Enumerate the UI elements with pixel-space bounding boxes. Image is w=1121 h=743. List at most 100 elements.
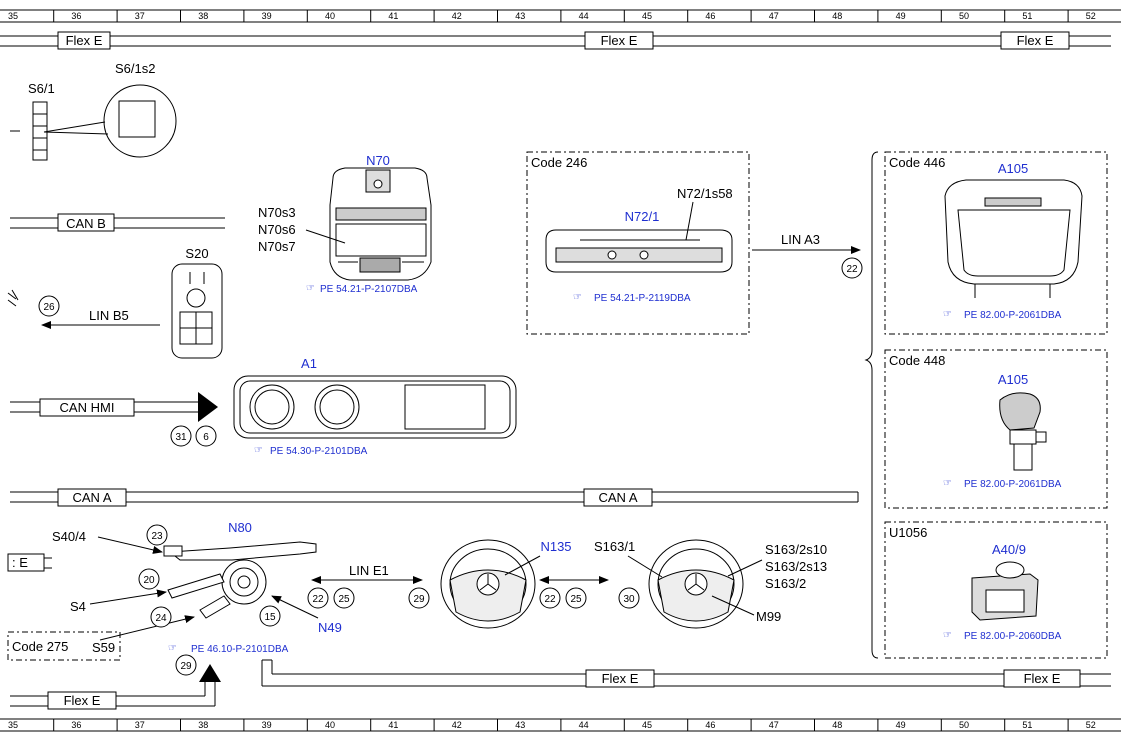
a40-9-label: A40/9 <box>992 542 1026 557</box>
s163-1-leader-line <box>627 555 663 578</box>
n70s3-label: N70s3 <box>258 205 296 220</box>
code-246-frame <box>526 151 750 335</box>
bottom-grid-label-45: 45 <box>642 720 652 730</box>
bottom-grid-label-36: 36 <box>71 720 81 730</box>
n70s7-label: N70s7 <box>258 239 296 254</box>
top-grid-label-47: 47 <box>769 11 779 21</box>
svg-text:22: 22 <box>846 264 858 275</box>
s59-label: S59 <box>92 640 115 655</box>
s4-label: S4 <box>70 599 86 614</box>
svg-text:26: 26 <box>43 302 55 313</box>
n80-ref-icon: ☞ <box>168 643 177 654</box>
flex-e-bottom-right-box <box>1003 669 1081 688</box>
circle-25-mid: 25 <box>565 587 587 609</box>
flex-e-bottom-left-box <box>47 691 117 710</box>
top-grid-label-39: 39 <box>262 11 272 21</box>
circle-29-mid: 29 <box>408 587 430 609</box>
svg-text:15: 15 <box>264 612 276 623</box>
svg-text:30: 30 <box>623 594 635 605</box>
lin-e1-label: LIN E1 <box>349 563 389 578</box>
a40-9-ref-link[interactable]: PE 82.00-P-2060DBA <box>964 631 1062 642</box>
n70-leader-line <box>305 229 346 244</box>
bottom-grid-label-43: 43 <box>515 720 525 730</box>
bottom-grid-label-50: 50 <box>959 720 969 730</box>
can-a-left-box <box>57 488 127 507</box>
bottom-grid-label-39: 39 <box>262 720 272 730</box>
s163-2-leader-line <box>727 559 763 577</box>
a40-9-camera-module <box>971 561 1039 621</box>
lin-b5-label: LIN B5 <box>89 308 129 323</box>
code-275-frame <box>7 631 121 661</box>
bottom-grid-label-35: 35 <box>8 720 18 730</box>
lin-a3-label: LIN A3 <box>781 232 820 247</box>
n72-1s58-label: N72/1s58 <box>677 186 733 201</box>
top-grid-label-46: 46 <box>705 11 715 21</box>
m99-label: M99 <box>756 609 781 624</box>
bottom-grid-label-51: 51 <box>1022 720 1032 730</box>
s4-arrow <box>89 589 167 605</box>
a105-448-ref-link[interactable]: PE 82.00-P-2061DBA <box>964 479 1062 490</box>
flex-e-top-mid-box <box>584 31 654 50</box>
can-b-bus <box>10 217 225 229</box>
s6-1s2-detail-magnifier <box>43 84 177 158</box>
n72-1s58-leader-line <box>685 201 694 241</box>
flex-e-bottom-bus <box>261 659 1111 687</box>
flex-e-top-left-label: Flex E <box>66 33 103 48</box>
flex-e-bottom-mid-label: Flex E <box>602 671 639 686</box>
svg-text:31: 31 <box>175 432 187 443</box>
circle-22-e1: 22 <box>307 587 329 609</box>
a1-ref-link[interactable]: PE 54.30-P-2101DBA <box>270 446 368 457</box>
s6-1s2-label: S6/1s2 <box>115 61 155 76</box>
a105-446-ref-icon: ☞ <box>943 309 952 320</box>
a105-446-ref-link[interactable]: PE 82.00-P-2061DBA <box>964 310 1062 321</box>
flex-e-up-arrow-icon <box>199 664 221 682</box>
n72-1-label: N72/1 <box>625 209 660 224</box>
circle-22-lin-a3: 22 <box>841 257 863 279</box>
bottom-grid-label-46: 46 <box>705 720 715 730</box>
a105-overhead-console <box>944 179 1083 298</box>
s20-switch <box>171 263 223 359</box>
n70-ref-link[interactable]: PE 54.21-P-2107DBA <box>320 284 418 295</box>
top-grid-label-52: 52 <box>1086 11 1096 21</box>
top-grid-label-43: 43 <box>515 11 525 21</box>
top-grid-label-44: 44 <box>579 11 589 21</box>
top-grid-label-45: 45 <box>642 11 652 21</box>
svg-text:29: 29 <box>180 661 192 672</box>
circle-6: 6 <box>195 425 217 447</box>
s59-arrow <box>99 615 195 641</box>
right-group-bracket <box>864 151 879 659</box>
e-stub-box <box>7 553 45 572</box>
a1-instrument-cluster <box>233 375 517 439</box>
s20-label: S20 <box>185 246 208 261</box>
can-hmi-box <box>39 398 135 417</box>
n72-ref-link[interactable]: PE 54.21-P-2119DBA <box>594 293 691 304</box>
flex-e-bottom-mid-box <box>585 669 655 688</box>
n80-label: N80 <box>228 520 252 535</box>
bottom-grid-label-41: 41 <box>388 720 398 730</box>
n80-ref-link[interactable]: PE 46.10-P-2101DBA <box>191 644 289 655</box>
a105-gear-selector <box>999 392 1047 471</box>
bottom-grid-label-37: 37 <box>135 720 145 730</box>
top-grid-label-51: 51 <box>1022 11 1032 21</box>
a1-label: A1 <box>301 356 317 371</box>
code-246-label: Code 246 <box>531 155 587 170</box>
n49-label: N49 <box>318 620 342 635</box>
circle-31: 31 <box>170 425 192 447</box>
circle-24: 24 <box>150 606 172 628</box>
a40-9-ref-icon: ☞ <box>943 630 952 641</box>
a1-ref-icon: ☞ <box>254 445 263 456</box>
circle-26: 26 <box>38 295 60 317</box>
n72-ref-icon: ☞ <box>573 292 582 303</box>
can-b-label: CAN B <box>66 216 106 231</box>
code-275-label: Code 275 <box>12 639 68 654</box>
u1056-frame <box>884 521 1108 659</box>
bottom-grid-label-40: 40 <box>325 720 335 730</box>
s40-4-label: S40/4 <box>52 529 86 544</box>
svg-text:6: 6 <box>203 432 209 443</box>
top-grid-label-36: 36 <box>71 11 81 21</box>
bottom-grid-label-48: 48 <box>832 720 842 730</box>
top-grid-label-50: 50 <box>959 11 969 21</box>
circle-30: 30 <box>618 587 640 609</box>
